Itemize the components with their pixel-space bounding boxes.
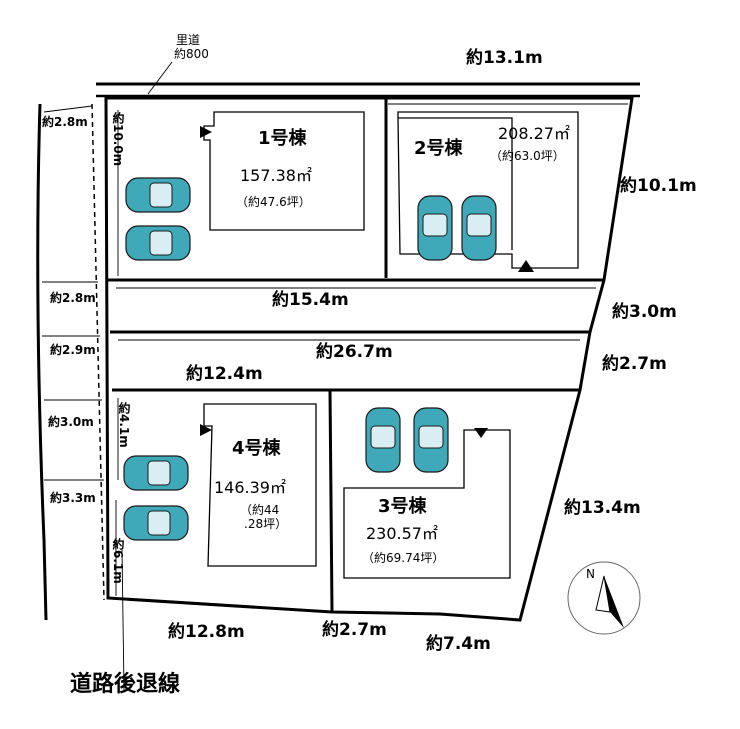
dim-right-10-1: 約10.1m	[620, 176, 697, 196]
lot3-entrance-icon	[474, 428, 488, 438]
west-road-line	[36, 103, 48, 621]
lot4-entrance-icon	[200, 424, 212, 436]
dim-mid-26-7: 約26.7m	[316, 342, 393, 362]
lot2-area: 208.27㎡	[498, 124, 570, 143]
lot2-entrance-icon	[518, 260, 534, 272]
lot4-cars	[123, 455, 189, 541]
lot1-name: 1号棟	[258, 128, 307, 149]
compass-north-label: N	[586, 567, 595, 581]
lot3-lot4-divider	[328, 389, 334, 613]
dim-top-13-1: 約13.1m	[466, 48, 543, 68]
dimension-lines	[42, 61, 628, 691]
dim-lot4-4-1: 約4.1m	[117, 402, 131, 448]
dim-lot4-6-1: 約6.1m	[111, 538, 125, 584]
lot3-cars	[365, 407, 449, 473]
dim-left-2-8-top: 約2.8m	[42, 115, 88, 129]
setback-label: 道路後退線	[70, 672, 181, 697]
lot4-name: 4号棟	[232, 438, 281, 459]
lot2-cars	[417, 195, 497, 261]
lot1-tsubo: （約47.6坪）	[236, 195, 311, 209]
dim-left-3-3: 約3.3m	[50, 491, 96, 505]
lot3-area: 230.57㎡	[366, 524, 438, 543]
lot3-building-outline	[343, 429, 511, 579]
lot4-area: 146.39㎡	[214, 478, 286, 497]
lot1-area: 157.38㎡	[240, 166, 312, 185]
lot1-cars	[125, 177, 191, 261]
dim-left-2-8: 約2.8m	[50, 291, 96, 305]
lot1-entrance-icon	[200, 126, 212, 138]
dim-right-3-0: 約3.0m	[612, 302, 677, 322]
site-boundary	[104, 96, 634, 622]
dim-right-2-7: 約2.7m	[602, 354, 667, 374]
lot4-tsubo-2: .28坪）	[244, 517, 288, 531]
compass-icon	[567, 561, 641, 635]
setback-dashed-line	[91, 103, 105, 601]
dim-bottom-7-4: 約7.4m	[426, 634, 491, 654]
lot1-building-outline	[203, 111, 365, 231]
lot2-name: 2号棟	[414, 138, 463, 159]
dim-right-13-4: 約13.4m	[564, 498, 641, 518]
dim-bottom-12-8: 約12.8m	[168, 622, 245, 642]
lot2-tsubo: （約63.0坪）	[490, 149, 565, 163]
dim-bottom-2-7: 約2.7m	[322, 620, 387, 640]
lot3-name: 3号棟	[378, 496, 427, 517]
dim-left-3-0: 約3.0m	[48, 415, 94, 429]
dim-mid-12-4: 約12.4m	[186, 364, 263, 384]
lot4-tsubo-1: （約44	[240, 503, 280, 517]
lot2-building-outline	[397, 111, 579, 269]
road-label-name: 里道	[176, 33, 201, 47]
dim-lot1-10-0: 約10.0m	[111, 112, 125, 167]
road-label-width: 約800	[174, 47, 209, 61]
dim-mid-15-4: 約15.4m	[272, 290, 349, 310]
lot3-tsubo: （約69.74坪）	[362, 551, 445, 565]
dim-left-2-9: 約2.9m	[50, 343, 96, 357]
